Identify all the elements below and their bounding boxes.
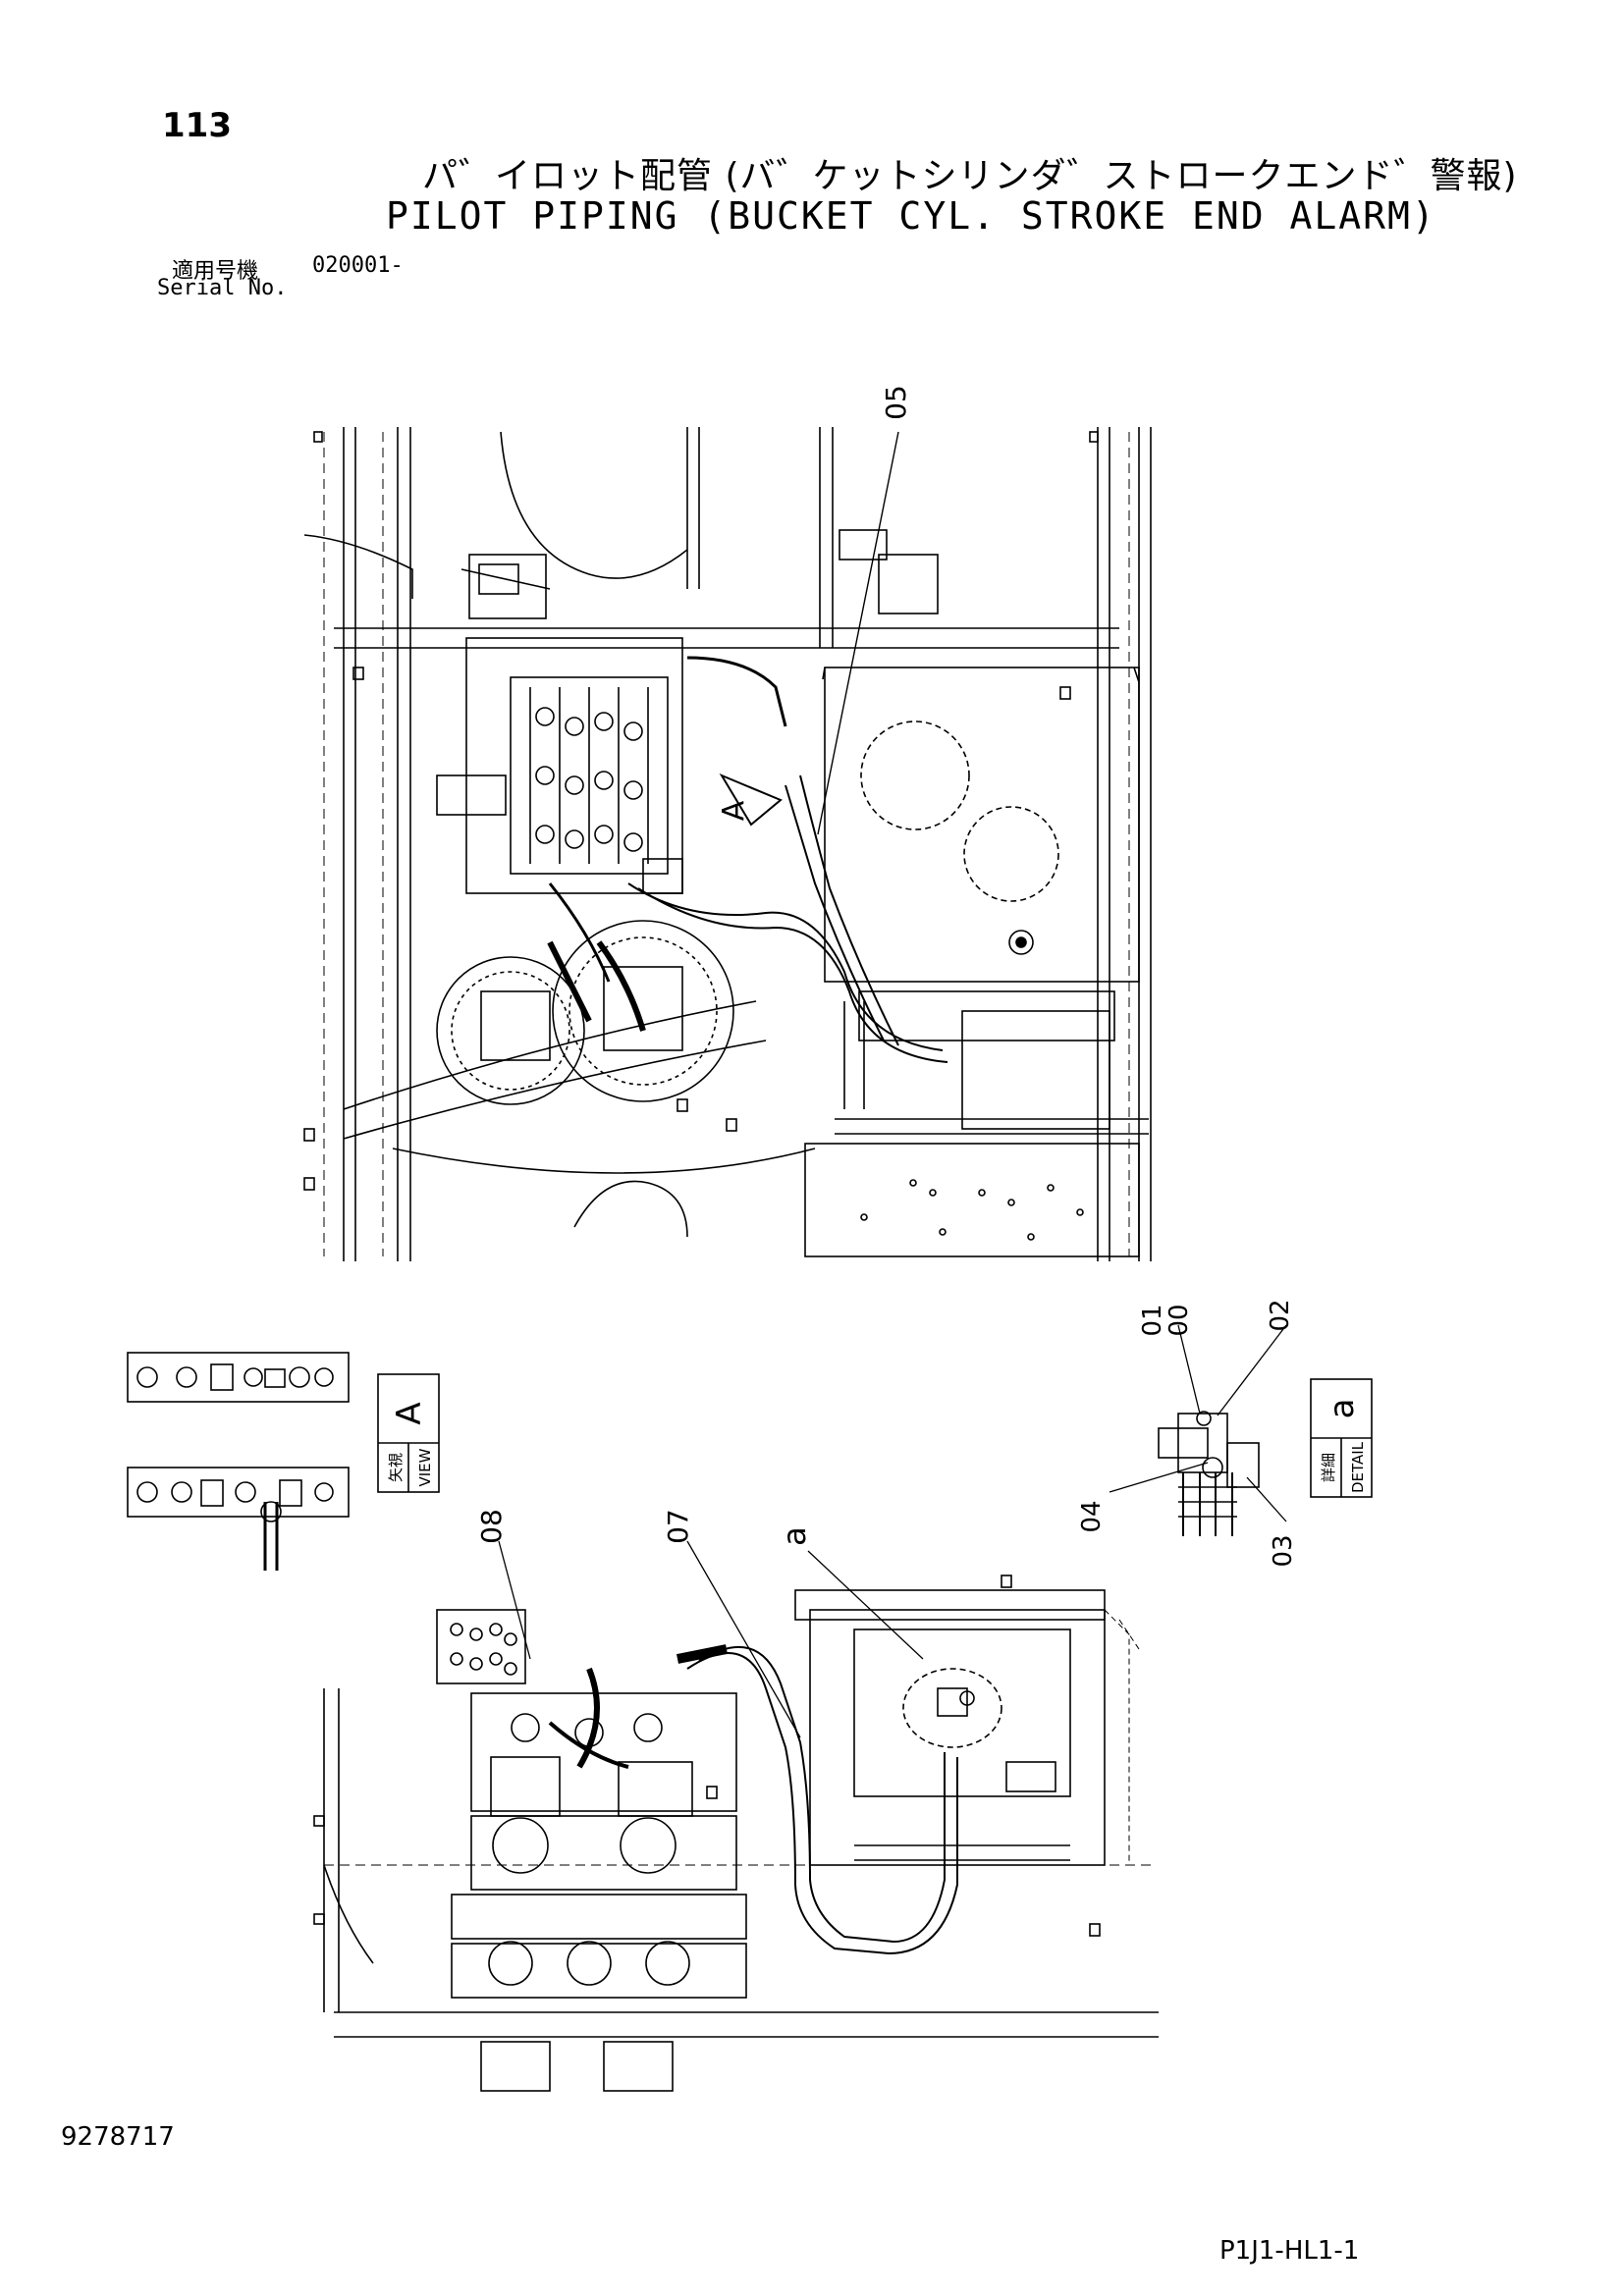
view-a-en-label: VIEW bbox=[416, 1448, 434, 1486]
leader-line-01 bbox=[1177, 1324, 1201, 1415]
serial-label-english: Serial No. bbox=[157, 276, 288, 300]
leader-line-03 bbox=[1246, 1476, 1287, 1522]
callout-04: 04 bbox=[1077, 1500, 1107, 1532]
detail-a-en-label: DETAIL bbox=[1349, 1441, 1367, 1493]
leader-line-08 bbox=[498, 1540, 531, 1660]
callout-01: 01 bbox=[1138, 1304, 1167, 1336]
callout-03: 03 bbox=[1269, 1534, 1298, 1567]
callout-08: 08 bbox=[475, 1509, 508, 1544]
detail-a-ja-label: 詳細 bbox=[1320, 1453, 1337, 1482]
leader-line-02 bbox=[1217, 1324, 1287, 1416]
view-a-arrow-marker bbox=[719, 773, 783, 827]
callout-02: 02 bbox=[1266, 1299, 1295, 1331]
detail-a-label-box bbox=[1310, 1378, 1373, 1498]
view-a-marker-letter: A bbox=[717, 800, 751, 821]
upper-assembly-drawing bbox=[303, 427, 1152, 1261]
page-title-english: PILOT PIPING (BUCKET CYL. STROKE END ALA… bbox=[386, 194, 1436, 238]
view-a-ja-label: 矢視 bbox=[387, 1453, 405, 1482]
callout-detail-a: a bbox=[776, 1526, 813, 1546]
leader-line-05 bbox=[817, 431, 899, 835]
page-number: 113 bbox=[162, 106, 232, 145]
page-title-japanese: パ゛イロット配管 (バ゛ケットシリンダ゛ストロークエンド゛警報) bbox=[422, 156, 1518, 196]
callout-07: 07 bbox=[662, 1509, 694, 1544]
callout-05: 05 bbox=[880, 385, 912, 420]
view-a-label-box bbox=[377, 1373, 440, 1493]
detail-a-letter: a bbox=[1323, 1399, 1362, 1419]
leader-line-07 bbox=[686, 1540, 801, 1738]
view-a-letter: A bbox=[390, 1402, 429, 1424]
callout-00: 00 bbox=[1164, 1304, 1194, 1336]
sheet-code: P1J1-HL1-1 bbox=[1219, 2236, 1360, 2266]
document-number: 9278717 bbox=[61, 2122, 175, 2152]
serial-label-japanese: 適用号機 bbox=[172, 259, 259, 284]
serial-number-value: 020001- bbox=[312, 253, 404, 278]
leader-line-04 bbox=[1109, 1462, 1209, 1493]
leader-line-a bbox=[807, 1550, 924, 1660]
lower-assembly-drawing bbox=[313, 1575, 1159, 2092]
view-a-fitting-panels bbox=[127, 1352, 350, 1571]
detail-a-valve-drawing bbox=[1158, 1411, 1260, 1536]
